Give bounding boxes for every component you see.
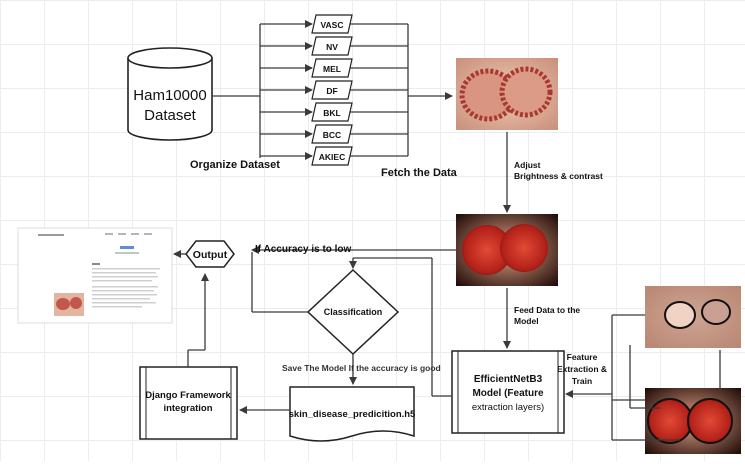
fetch-data-label: Fetch the Data bbox=[381, 167, 458, 179]
classification-label: Classification bbox=[324, 307, 383, 317]
django-line2: integration bbox=[163, 403, 212, 414]
feed-label-line1: Feed Data to the bbox=[514, 305, 580, 315]
classification-diamond: Classification bbox=[306, 268, 400, 356]
model-line3: extraction layers) bbox=[472, 402, 544, 413]
adjust-label-line2: Brightness & contrast bbox=[514, 171, 603, 181]
feature-label-line1: Feature bbox=[567, 352, 598, 362]
low-accuracy-label: If Accuracy is to low bbox=[255, 244, 352, 255]
class-box-mel: MEL bbox=[311, 58, 353, 78]
class-box-akiec: AKIEC bbox=[311, 146, 353, 166]
django-integration-box: Django Framework integration bbox=[139, 366, 238, 440]
class-box-bcc: BCC bbox=[311, 124, 353, 144]
model-file-document: skin_disease_predicition.h5 bbox=[289, 386, 416, 442]
web-app-thumbnail bbox=[17, 227, 173, 324]
class-label-bcc: BCC bbox=[323, 130, 341, 140]
efficientnet-model-box: EfficientNetB3 Model (Feature extraction… bbox=[451, 350, 565, 434]
dataset-subtitle: Dataset bbox=[144, 107, 197, 124]
class-box-nv: NV bbox=[311, 36, 353, 56]
class-label-mel: MEL bbox=[323, 64, 341, 74]
class-label-akiec: AKIEC bbox=[319, 152, 345, 162]
feed-label-line2: Model bbox=[514, 316, 539, 326]
dataset-title: Ham10000 bbox=[133, 87, 206, 104]
enhanced-lesion-image bbox=[456, 214, 558, 286]
class-boxes: VASC NV MEL DF BKL BCC AKIEC bbox=[311, 14, 353, 166]
fanout-connectors bbox=[212, 20, 453, 160]
model-line2: Model (Feature bbox=[472, 388, 544, 399]
feature-connectors bbox=[565, 314, 721, 441]
annotated-lesion-image-top bbox=[645, 286, 741, 348]
save-label: Save The Model If the accuracy is good bbox=[282, 363, 441, 373]
class-label-df: DF bbox=[326, 86, 337, 96]
class-box-vasc: VASC bbox=[311, 14, 353, 34]
dataset-cylinder: Ham10000 Dataset bbox=[127, 47, 213, 141]
class-label-vasc: VASC bbox=[321, 20, 344, 30]
adjust-label-line1: Adjust bbox=[514, 160, 541, 170]
output-node: Output bbox=[185, 240, 235, 268]
output-label: Output bbox=[193, 249, 228, 261]
low-accuracy-path bbox=[251, 252, 308, 313]
class-label-bkl: BKL bbox=[323, 108, 340, 118]
class-label-nv: NV bbox=[326, 42, 338, 52]
model-file-name: skin_disease_predicition.h5 bbox=[289, 409, 416, 420]
model-line1: EfficientNetB3 bbox=[474, 374, 543, 385]
raw-lesion-image bbox=[456, 58, 558, 130]
class-box-df: DF bbox=[311, 80, 353, 100]
django-to-output-connector bbox=[187, 273, 209, 367]
organize-dataset-label: Organize Dataset bbox=[190, 159, 280, 171]
class-box-bkl: BKL bbox=[311, 102, 353, 122]
annotated-lesion-image-bottom bbox=[645, 388, 741, 454]
feature-label-line3: Train bbox=[572, 376, 592, 386]
classification-loop bbox=[251, 246, 456, 397]
feature-label-line2: Extraction & bbox=[557, 364, 607, 374]
django-line1: Django Framework bbox=[145, 390, 231, 401]
